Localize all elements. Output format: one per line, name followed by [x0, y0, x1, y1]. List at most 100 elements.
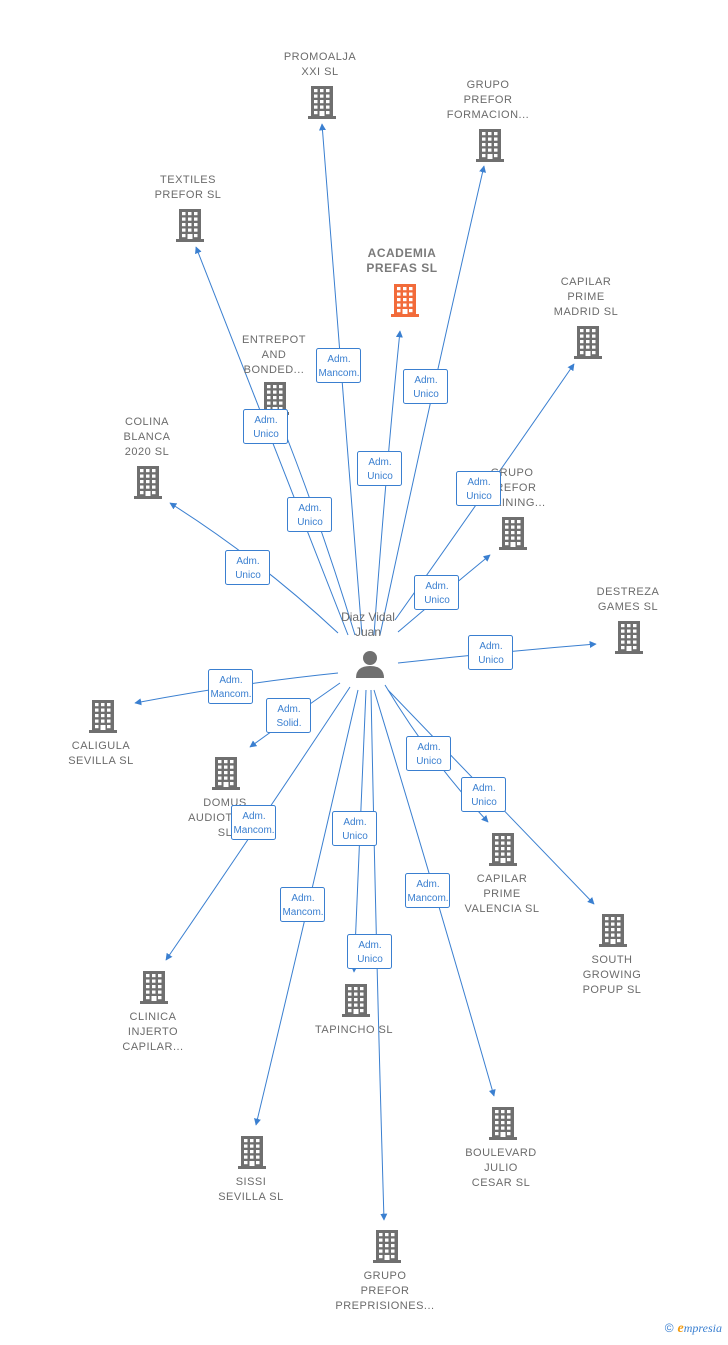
building-icon[interactable] — [238, 1136, 266, 1169]
building-icon[interactable] — [499, 517, 527, 550]
building-icon[interactable] — [308, 86, 336, 119]
company-label-line: INJERTO — [128, 1026, 178, 1038]
role-line: Mancom. — [233, 825, 274, 836]
company-label-line: ACADEMIA — [368, 246, 437, 260]
role-badge[interactable]: Adm.Unico — [468, 635, 513, 670]
building-icon[interactable] — [373, 1230, 401, 1263]
role-line: Adm. — [254, 415, 277, 426]
building-icon[interactable] — [134, 466, 162, 499]
role-line: Adm. — [417, 742, 440, 753]
building-icon[interactable] — [489, 833, 517, 866]
role-badge-text: Adm.Unico — [478, 641, 504, 666]
building-icon[interactable] — [176, 209, 204, 242]
company-label-line: PREFOR — [361, 1285, 410, 1297]
role-badge[interactable]: Adm.Unico — [414, 575, 459, 610]
role-line: Mancom. — [282, 907, 323, 918]
building-icon[interactable] — [212, 757, 240, 790]
company-label-line: TAPINCHO SL — [315, 1024, 393, 1036]
role-badge[interactable]: Adm.Unico — [243, 409, 288, 444]
company-label-line: XXI SL — [301, 66, 338, 78]
company-label-line: BONDED... — [244, 364, 305, 376]
role-badge-text: Adm.Solid. — [276, 704, 301, 729]
building-icon[interactable] — [391, 284, 419, 317]
building-icon[interactable] — [140, 971, 168, 1004]
role-badge-box — [208, 669, 253, 704]
company-label-line: JULIO — [484, 1162, 518, 1174]
building-icon[interactable] — [89, 700, 117, 733]
company-label-line: PREFOR SL — [155, 189, 222, 201]
role-badge-box — [266, 698, 311, 733]
role-badge-text: Adm. Mancom. — [233, 811, 274, 836]
role-badge[interactable]: Adm. Unico — [347, 934, 392, 969]
role-badge[interactable]: Adm.Unico — [225, 550, 270, 585]
role-line: Adm. — [242, 811, 265, 822]
company-label[interactable]: TAPINCHO SL — [315, 1024, 393, 1036]
role-badge[interactable]: Adm.Solid. — [266, 698, 311, 733]
building-icon[interactable] — [476, 129, 504, 162]
edge-labels-layer: Adm.Mancom.Adm.UnicoAdm.UnicoAdm.UnicoAd… — [208, 348, 513, 969]
role-badge[interactable]: Adm.Unico — [332, 811, 377, 846]
company-label-line: BOULEVARD — [465, 1147, 537, 1159]
role-badge-text: Adm. Unico — [357, 940, 383, 965]
person-icon[interactable] — [356, 651, 384, 678]
building-icon[interactable] — [615, 621, 643, 654]
role-badge-box — [225, 550, 270, 585]
role-badge[interactable]: Adm.Mancom. — [405, 873, 450, 908]
role-badge[interactable]: Adm.Mancom. — [208, 669, 253, 704]
role-line: Unico — [357, 954, 383, 965]
brand-name: mpresia — [683, 1321, 722, 1335]
role-badge[interactable]: Adm.Unico — [461, 777, 506, 812]
role-badge[interactable]: Adm.Unico — [406, 736, 451, 771]
company-label-line: SOUTH — [592, 954, 633, 966]
company-node-tapincho[interactable]: TAPINCHO SL — [315, 984, 393, 1036]
role-badge[interactable]: Adm.Unico — [357, 451, 402, 486]
role-badge[interactable]: Adm.Unico — [456, 471, 501, 506]
role-badge[interactable]: Adm.Mancom. — [316, 348, 361, 383]
company-label-line: GRUPO — [467, 79, 510, 91]
role-line: Adm. — [358, 940, 381, 951]
building-icon[interactable] — [599, 914, 627, 947]
building-icon[interactable] — [574, 326, 602, 359]
role-badge[interactable]: Adm.Mancom. — [280, 887, 325, 922]
role-badge-text: Adm.Mancom. — [407, 879, 448, 904]
building-icon[interactable] — [489, 1107, 517, 1140]
company-label-line: GAMES SL — [598, 601, 658, 613]
building-icon[interactable] — [342, 984, 370, 1017]
role-badge[interactable]: Adm. Mancom. — [231, 805, 276, 840]
role-badge[interactable]: Adm.Unico — [287, 497, 332, 532]
role-badge[interactable]: Adm.Unico — [403, 369, 448, 404]
